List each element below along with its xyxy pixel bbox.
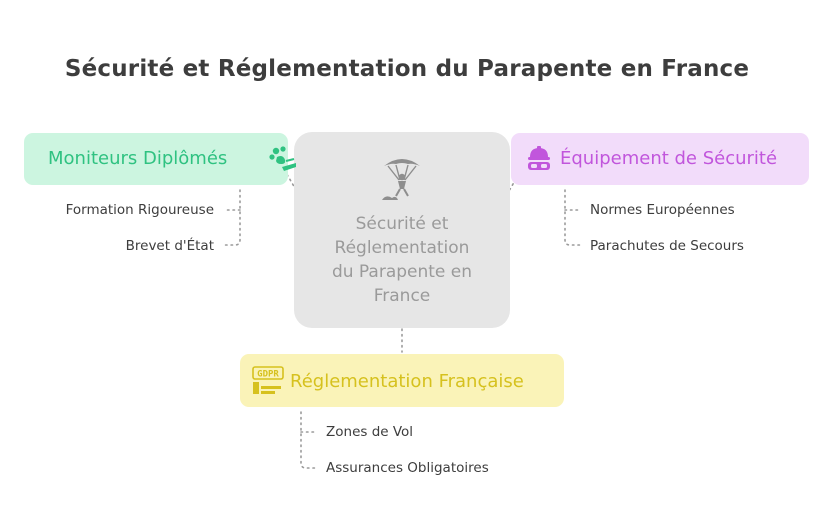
gdpr-icon: GDPR: [252, 366, 284, 394]
gdpr-icon-text: GDPR: [257, 370, 279, 380]
central-topic-line-4: France: [373, 286, 431, 306]
branch-reglementation-label: Réglementation Française: [290, 371, 524, 392]
central-topic-node: Sécurité et Réglementation du Parapente …: [294, 132, 510, 328]
connector-reglementation-items: [300, 411, 317, 469]
leaf-formation-rigoureuse: Formation Rigoureuse: [65, 202, 214, 218]
paraglider-icon: [382, 159, 420, 200]
branch-equipement-securite: Équipement de Sécurité: [511, 133, 809, 185]
branch-equipement-label: Équipement de Sécurité: [560, 148, 778, 169]
paw-tools-icon: [269, 146, 296, 171]
safety-helmet-icon: [528, 146, 550, 170]
central-topic-line-3: du Parapente en: [331, 262, 473, 282]
connector-moniteurs-items: [224, 189, 241, 246]
leaf-zones-de-vol: Zones de Vol: [326, 424, 414, 440]
central-topic-line-1: Sécurité et: [355, 214, 449, 234]
leaf-parachutes-secours: Parachutes de Secours: [590, 238, 744, 254]
central-topic-line-2: Réglementation: [334, 238, 470, 258]
branch-reglementation-francaise: GDPR Réglementation Française: [240, 354, 564, 407]
leaf-brevet-etat: Brevet d'État: [125, 238, 214, 254]
branch-moniteurs-label: Moniteurs Diplômés: [48, 148, 228, 169]
leaf-normes-europeennes: Normes Européennes: [590, 202, 735, 218]
central-topic-label: Sécurité et Réglementation du Parapente …: [304, 212, 500, 308]
leaf-assurances-obligatoires: Assurances Obligatoires: [326, 460, 489, 476]
diagram-title: Sécurité et Réglementation du Parapente …: [64, 56, 750, 82]
connector-equipement-items: [564, 189, 581, 246]
branch-moniteurs-diplomes: Moniteurs Diplômés: [24, 133, 296, 185]
